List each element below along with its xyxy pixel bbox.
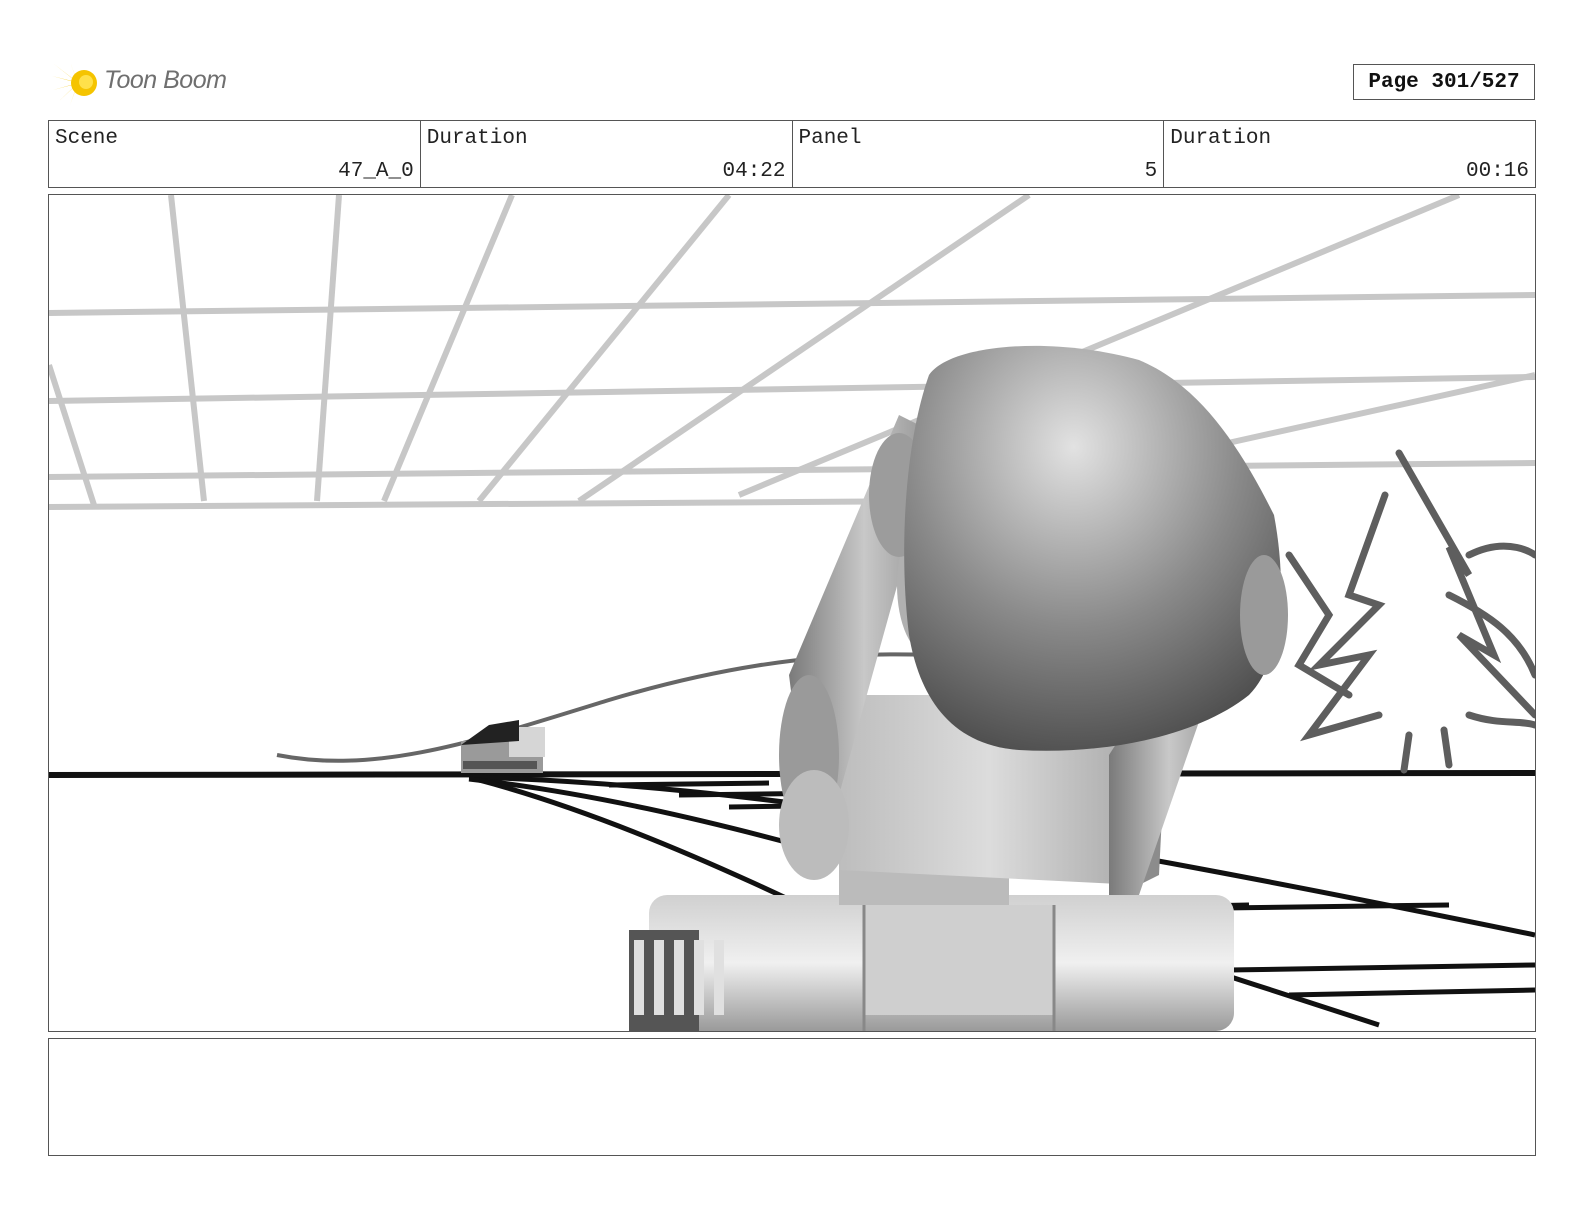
panel-label: Panel (798, 127, 862, 150)
storyboard-panel (48, 194, 1536, 1032)
panel-illustration (49, 195, 1535, 1031)
scene-duration-value: 04:22 (722, 160, 786, 183)
panel-value: 5 (1144, 160, 1158, 183)
brand-name: Toon Boom (104, 66, 227, 94)
scene-duration-cell: Duration 04:22 (421, 121, 793, 187)
ceiling-grid (49, 195, 1535, 510)
page-indicator: Page 301/527 (1353, 64, 1535, 100)
panel-duration-cell: Duration 00:16 (1164, 121, 1535, 187)
panel-cell: Panel 5 (793, 121, 1165, 187)
scene-info-row: Scene 47_A_0 Duration 04:22 Panel 5 Dura… (48, 120, 1536, 188)
scene-cell: Scene 47_A_0 (49, 121, 421, 187)
robot-illustration (629, 345, 1288, 1031)
panel-duration-value: 00:16 (1465, 160, 1529, 183)
panel-notes-box (48, 1038, 1536, 1156)
train-illustration (461, 720, 545, 773)
scene-duration-label: Duration (426, 127, 528, 150)
toon-boom-logo-icon (52, 62, 97, 105)
scene-label: Scene (55, 127, 119, 150)
tree-sketch (1285, 449, 1535, 774)
panel-duration-label: Duration (1170, 127, 1272, 150)
scene-value: 47_A_0 (338, 160, 414, 183)
